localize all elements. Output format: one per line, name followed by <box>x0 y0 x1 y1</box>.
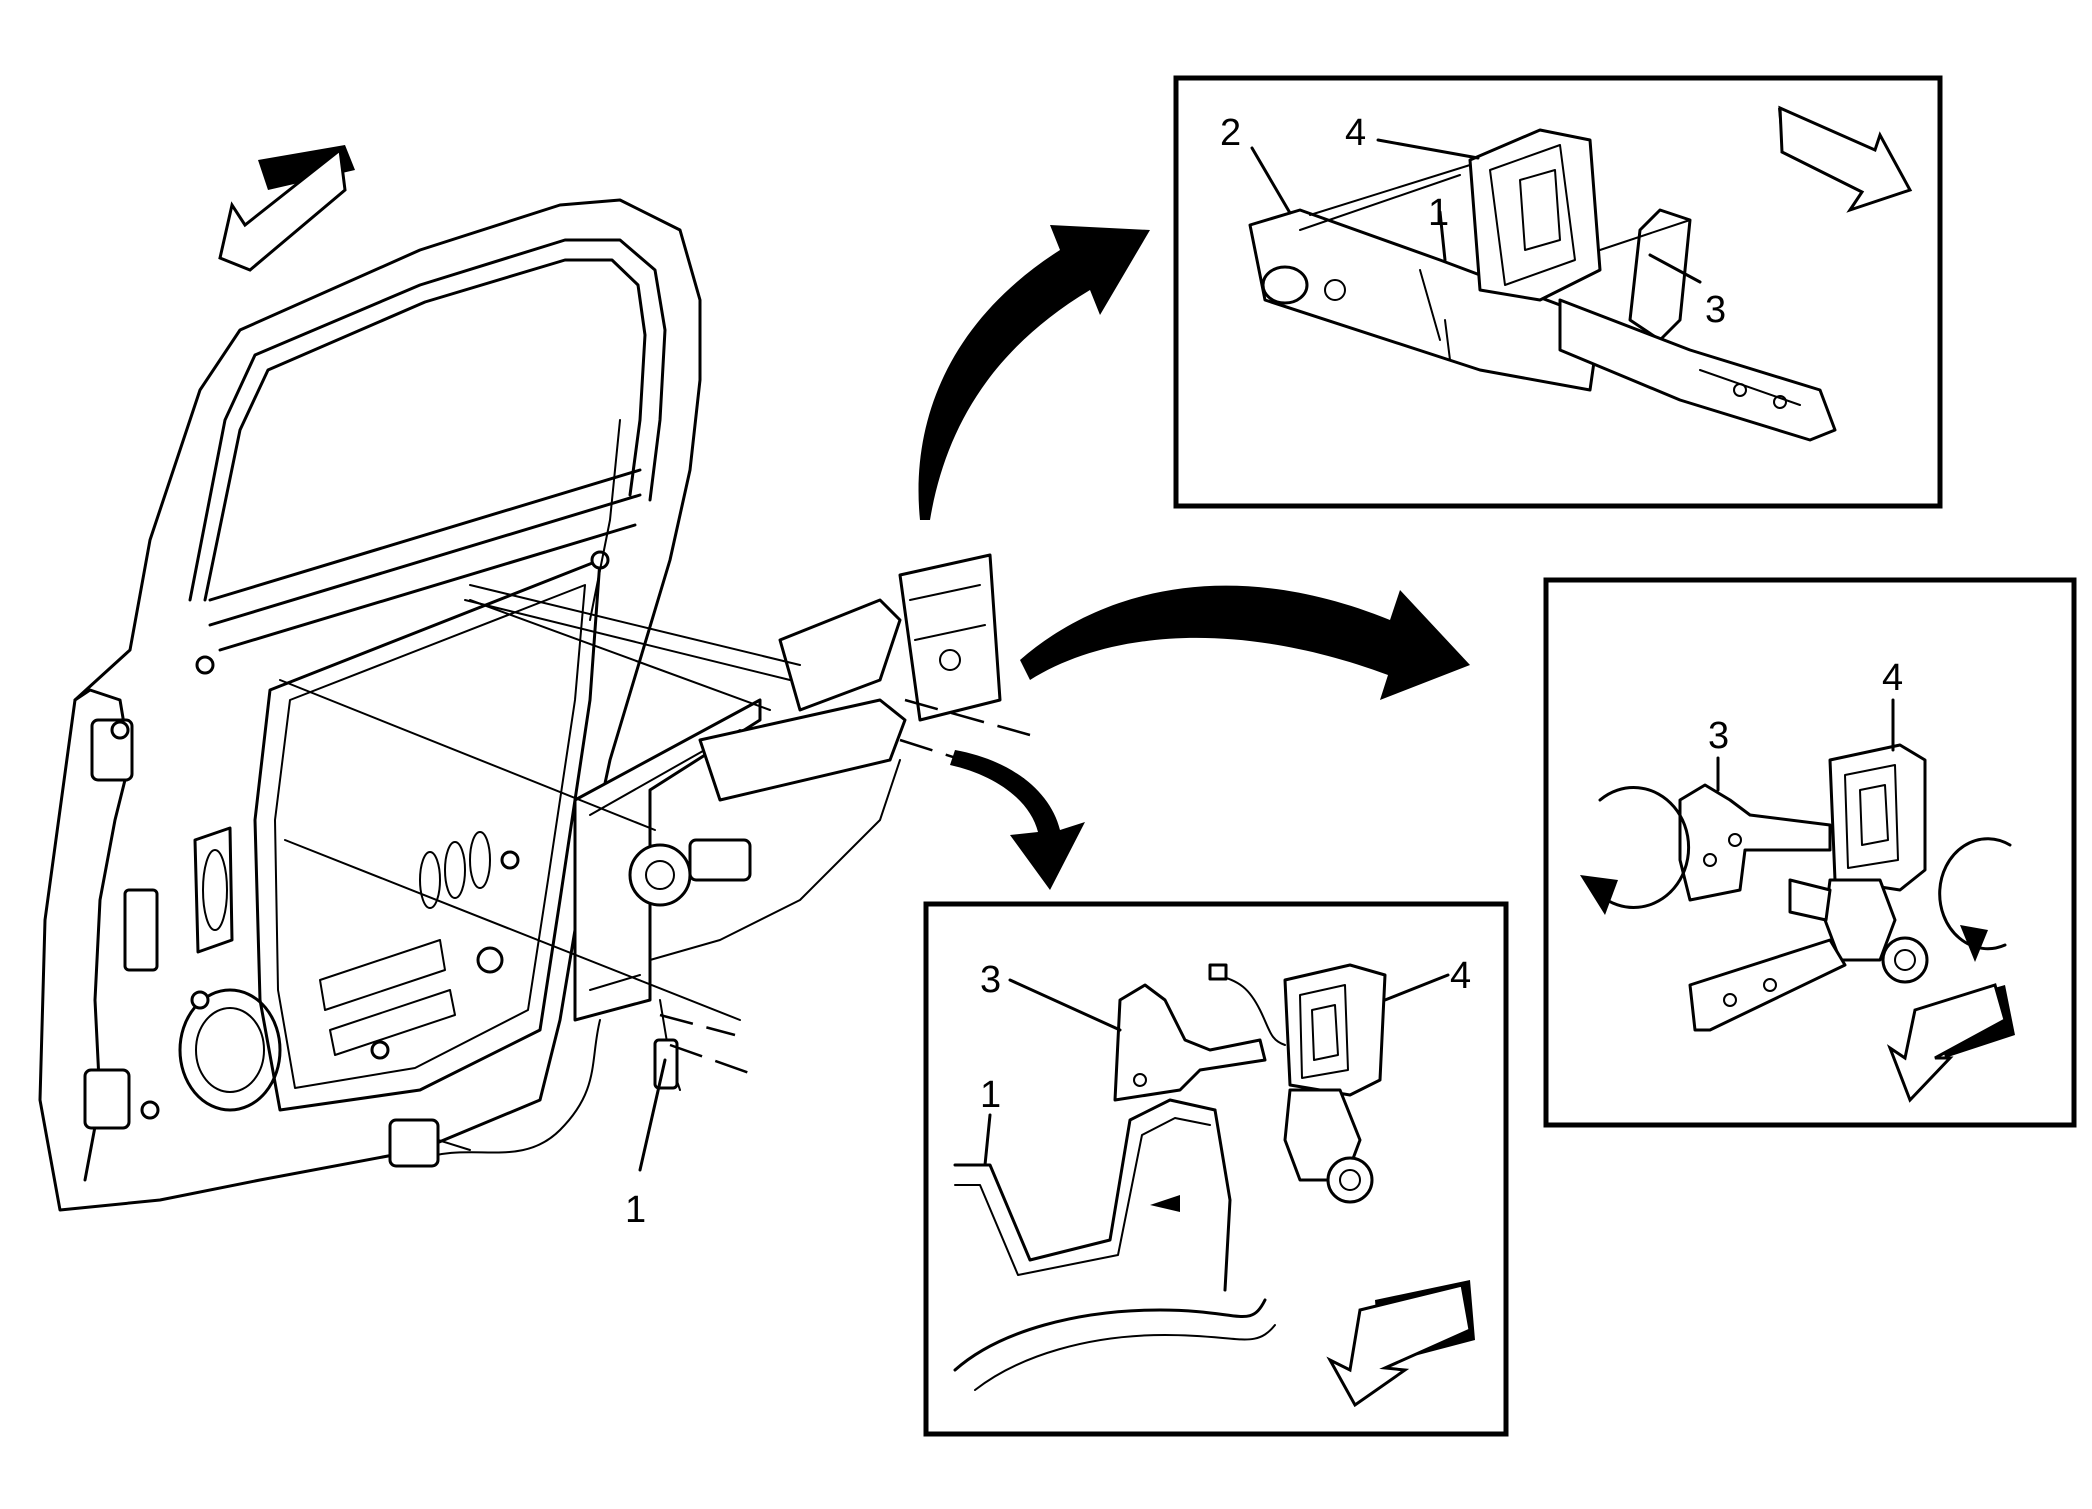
front-direction-arrow-icon <box>1886 983 2015 1103</box>
detail-view-arrow-icon <box>1020 585 1470 700</box>
detail-view-arrow-icon <box>950 750 1085 890</box>
callout-bottom-1: 1 <box>980 1074 1001 1116</box>
callout-right-4: 4 <box>1882 657 1903 699</box>
callout-bottom-3: 3 <box>980 959 1001 1001</box>
top-detail-latch-assembly <box>1248 128 1837 442</box>
detail-view-arrow-icon <box>918 225 1150 520</box>
right-detail-latch-assembly <box>1678 743 1929 1032</box>
rotation-arrow-icon <box>1580 786 1691 915</box>
front-direction-arrow-icon <box>1778 105 1913 213</box>
callout-top-2: 2 <box>1220 112 1241 154</box>
detail-view-right <box>1543 577 2077 1128</box>
rear-door-inner-panel <box>38 198 702 1212</box>
callout-top-1: 1 <box>1428 192 1449 234</box>
callout-leader-main-1 <box>638 1058 667 1172</box>
callout-top-4: 4 <box>1345 112 1366 154</box>
callout-right-3: 3 <box>1708 715 1729 757</box>
front-direction-arrow-icon <box>1326 1280 1475 1408</box>
callout-top-3: 3 <box>1705 289 1726 331</box>
latch-and-handle-module <box>573 553 1002 1091</box>
callout-main-1: 1 <box>625 1189 646 1231</box>
rotation-arrow-icon <box>1938 837 2012 962</box>
callout-bottom-4: 4 <box>1450 955 1471 997</box>
bottom-detail-latch-assembly <box>953 963 1387 1391</box>
front-direction-arrow-icon <box>218 145 355 272</box>
